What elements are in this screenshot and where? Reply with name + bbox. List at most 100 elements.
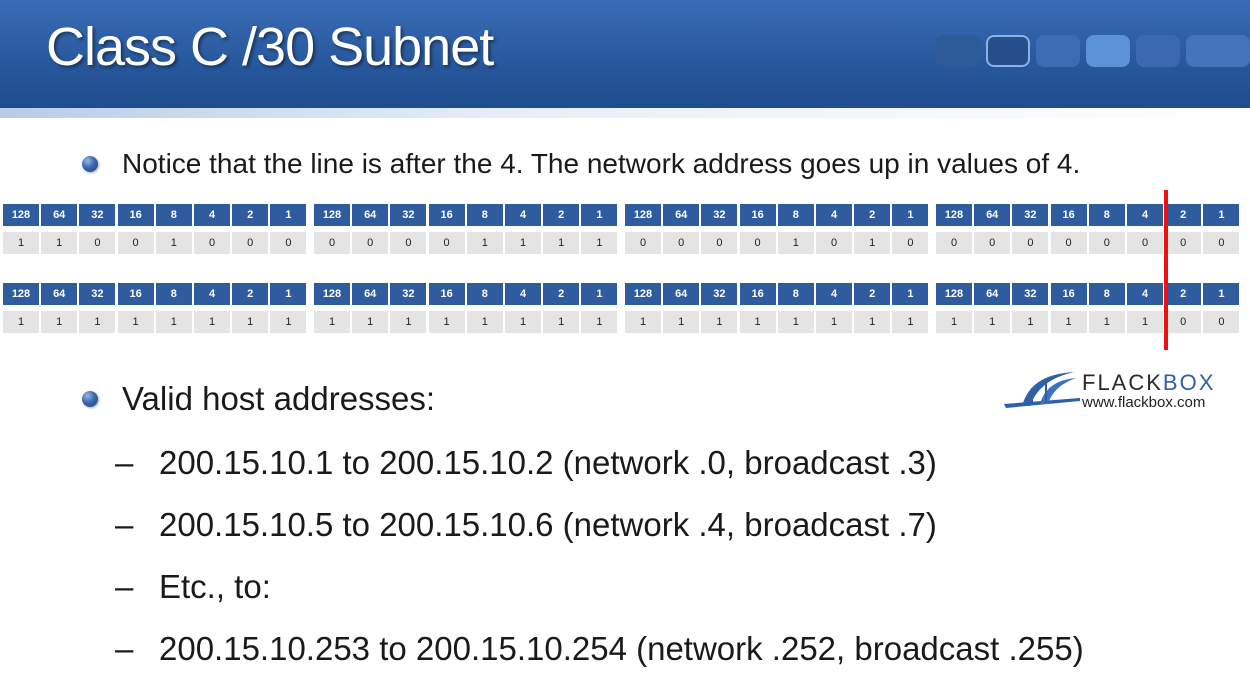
- bit-value-cell: 1: [466, 232, 503, 254]
- host-range-item: – Etc., to:: [115, 568, 271, 606]
- bullet-icon: [82, 391, 98, 407]
- bit-header-cell: 16: [428, 204, 465, 226]
- bit-value-cell: 1: [777, 311, 814, 333]
- bullet-notice: Notice that the line is after the 4. The…: [82, 148, 1080, 180]
- bit-value-cell: 1: [117, 311, 154, 333]
- bit-header-cell: 128: [625, 204, 661, 226]
- bit-value-cell: 1: [390, 311, 427, 333]
- bit-value-cell: 1: [892, 311, 929, 333]
- bit-header-cell: 128: [3, 283, 39, 305]
- bit-value-cell: 1: [232, 311, 269, 333]
- bit-header-cell: 2: [1165, 204, 1202, 226]
- bit-header-cell: 64: [663, 204, 700, 226]
- bit-value-cell: 0: [1203, 311, 1240, 333]
- bit-header-cell: 32: [1012, 283, 1049, 305]
- bit-value-cell: 0: [1088, 232, 1125, 254]
- bit-header-cell: 32: [390, 204, 427, 226]
- bit-header-cell: 64: [41, 283, 78, 305]
- bit-value-cell: 1: [3, 232, 39, 254]
- host-range-item: – 200.15.10.1 to 200.15.10.2 (network .0…: [115, 444, 937, 482]
- bit-value-cell: 0: [701, 232, 738, 254]
- bit-header-cell: 16: [1050, 283, 1087, 305]
- bullet-notice-text: Notice that the line is after the 4. The…: [122, 148, 1081, 179]
- bit-value-cell: 1: [1050, 311, 1087, 333]
- bit-header-cell: 2: [854, 283, 891, 305]
- decor-block: [1136, 35, 1180, 67]
- bit-header-cell: 32: [79, 283, 116, 305]
- bit-value-cell: 1: [739, 311, 776, 333]
- bit-value-cell: 1: [854, 232, 891, 254]
- bit-header-cell: 16: [739, 204, 776, 226]
- bit-header-cell: 128: [314, 283, 350, 305]
- bit-header-cell: 16: [117, 204, 154, 226]
- bit-value-cell: 0: [1127, 232, 1163, 254]
- logo-name-accent: BOX: [1162, 370, 1216, 395]
- bit-value-cell: 0: [1012, 232, 1049, 254]
- bit-header-cell: 4: [194, 283, 230, 305]
- logo-name-plain: FLACK: [1082, 370, 1163, 395]
- bit-value-cell: 1: [314, 311, 350, 333]
- bit-value-cell: 1: [581, 232, 618, 254]
- slide-title: Class C /30 Subnet: [46, 17, 494, 77]
- bit-header-cell: 8: [777, 204, 814, 226]
- bit-value-cell: 0: [314, 232, 350, 254]
- bit-header-cell: 2: [232, 204, 269, 226]
- bit-value-cell: 0: [936, 232, 972, 254]
- subnet-divider-line: [1164, 190, 1168, 350]
- bit-value-cell: 1: [581, 311, 618, 333]
- bit-value-cell: 1: [41, 311, 78, 333]
- logo-url: www.flackbox.com: [1082, 394, 1206, 411]
- dash-icon: –: [115, 630, 134, 667]
- bit-header-cell: 2: [232, 283, 269, 305]
- bit-header-cell: 1: [892, 283, 929, 305]
- flackbox-logo: FLACKBOX www.flackbox.com: [1002, 368, 1242, 416]
- host-range-text: 200.15.10.253 to 200.15.10.254 (network …: [159, 630, 1084, 667]
- bit-value-cell: 1: [428, 311, 465, 333]
- bit-header-cell: 32: [701, 283, 738, 305]
- bit-value-cell: 1: [936, 311, 972, 333]
- dash-icon: –: [115, 444, 134, 481]
- bullet-valid-hosts: Valid host addresses:: [82, 380, 435, 418]
- bit-value-cell: 0: [739, 232, 776, 254]
- bit-header-cell: 16: [117, 283, 154, 305]
- bit-header-cell: 32: [1012, 204, 1049, 226]
- decor-block: [986, 35, 1030, 67]
- bit-header-cell: 64: [663, 283, 700, 305]
- bit-value-cell: 0: [1165, 232, 1202, 254]
- bit-header-cell: 8: [466, 204, 503, 226]
- dash-icon: –: [115, 506, 134, 543]
- bit-value-cell: 0: [1203, 232, 1240, 254]
- bit-header-cell: 128: [936, 204, 972, 226]
- bit-header-cell: 4: [1127, 283, 1163, 305]
- bit-value-cell: 1: [1012, 311, 1049, 333]
- bit-value-cell: 1: [505, 311, 541, 333]
- slide-header: Class C /30 Subnet: [0, 0, 1250, 118]
- bit-value-cell: 1: [270, 311, 307, 333]
- bit-value-cell: 1: [466, 311, 503, 333]
- bit-header-cell: 8: [1088, 204, 1125, 226]
- bit-value-cell: 0: [663, 232, 700, 254]
- bit-header-cell: 1: [270, 283, 307, 305]
- bit-value-cell: 1: [79, 311, 116, 333]
- bit-value-cell: 1: [1127, 311, 1163, 333]
- bit-value-cell: 1: [974, 311, 1011, 333]
- decor-block: [936, 35, 980, 67]
- bit-header-cell: 8: [1088, 283, 1125, 305]
- bit-header-cell: 1: [270, 204, 307, 226]
- decor-block: [1186, 35, 1250, 67]
- bit-header-cell: 16: [428, 283, 465, 305]
- bit-value-cell: 1: [155, 232, 192, 254]
- bit-value-cell: 0: [390, 232, 427, 254]
- bit-value-cell: 0: [1050, 232, 1087, 254]
- decor-block: [1086, 35, 1130, 67]
- bit-header-cell: 8: [466, 283, 503, 305]
- bridge-logo-icon: [1004, 372, 1080, 408]
- bit-header-cell: 2: [854, 204, 891, 226]
- bit-header-cell: 8: [777, 283, 814, 305]
- bit-header-cell: 4: [816, 204, 852, 226]
- bit-header-cell: 64: [974, 283, 1011, 305]
- bit-value-cell: 1: [41, 232, 78, 254]
- bit-header-cell: 64: [352, 283, 389, 305]
- bit-value-cell: 0: [352, 232, 389, 254]
- bit-header-cell: 4: [194, 204, 230, 226]
